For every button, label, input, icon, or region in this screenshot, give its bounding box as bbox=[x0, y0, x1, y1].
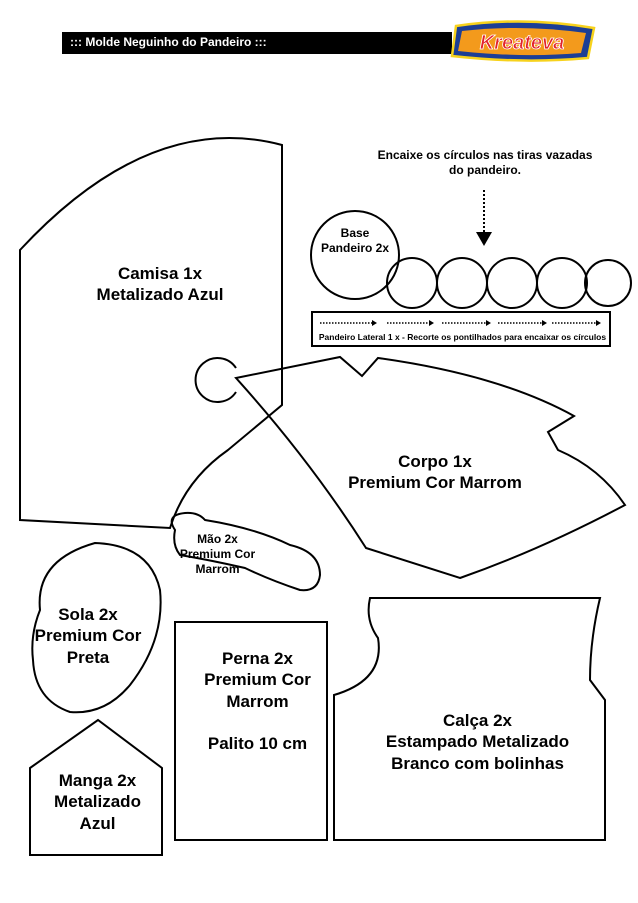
mao-label: Mão 2x Premium Cor Marrom bbox=[179, 532, 256, 576]
slot-arrow-icon bbox=[596, 320, 601, 326]
small-circle bbox=[386, 257, 438, 309]
small-circle bbox=[536, 257, 588, 309]
header-title: ::: Molde Neguinho do Pandeiro ::: bbox=[70, 35, 267, 49]
corpo-outline bbox=[234, 355, 627, 580]
slot-arrow-icon bbox=[429, 320, 434, 326]
kreateva-logo: Kreateva bbox=[450, 20, 596, 62]
manga-outline bbox=[29, 718, 163, 856]
small-circle bbox=[584, 259, 632, 307]
sola-label: Sola 2x Premium Cor Preta bbox=[34, 605, 142, 667]
slot-arrow-icon bbox=[542, 320, 547, 326]
lateral-strip bbox=[311, 311, 611, 347]
logo-text: Kreateva bbox=[480, 32, 565, 54]
slot-arrow-icon bbox=[486, 320, 491, 326]
base-circle bbox=[310, 210, 400, 300]
header-bar: ::: Molde Neguinho do Pandeiro ::: bbox=[62, 32, 452, 54]
calca-label: Calça 2x Estampado Metalizado Branco com… bbox=[385, 711, 570, 773]
sola-outline bbox=[31, 541, 162, 714]
small-circle bbox=[436, 257, 488, 309]
perna-outline bbox=[174, 621, 328, 841]
camisa-outline bbox=[19, 137, 283, 530]
perna-label: Perna 2x Premium Cor Marrom Palito 10 cm bbox=[204, 649, 311, 753]
instruction-line-2: do pandeiro. bbox=[449, 163, 521, 177]
small-circle bbox=[486, 257, 538, 309]
lateral-label: Pandeiro Lateral 1 x - Recorte os pontil… bbox=[318, 332, 607, 342]
arrow-head-icon bbox=[476, 232, 492, 246]
instruction-note: Encaixe os círculos nas tiras vazadas do… bbox=[355, 148, 615, 178]
slot-arrow-icon bbox=[372, 320, 377, 326]
camisa-label: Camisa 1x Metalizado Azul bbox=[96, 264, 224, 305]
mao-outline bbox=[170, 511, 322, 592]
camisa-tab bbox=[194, 357, 237, 403]
base-label: Base Pandeiro 2x bbox=[320, 226, 390, 255]
instruction-line-1: Encaixe os círculos nas tiras vazadas bbox=[377, 148, 593, 162]
corpo-label: Corpo 1x Premium Cor Marrom bbox=[348, 452, 522, 493]
manga-label: Manga 2x Metalizado Azul bbox=[54, 771, 141, 833]
calca-outline bbox=[333, 597, 606, 841]
